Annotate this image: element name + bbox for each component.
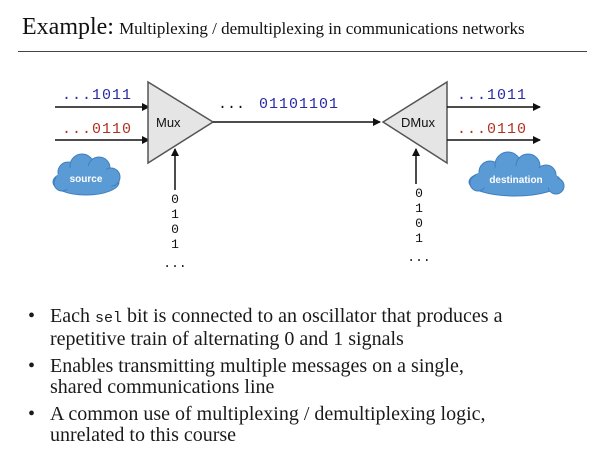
mux-select-bit-2: 1 — [171, 207, 179, 222]
title-divider — [18, 51, 587, 52]
dmux-output-bits-2: ...0110 — [457, 121, 527, 138]
mux-dmux-diagram: ...1011 ...0110 Mux ... 01101101 DMux ..… — [52, 80, 565, 271]
mux-select-bit-1: 0 — [171, 192, 179, 207]
bullet-1-line-2: repetitive train of alternating 0 and 1 … — [50, 328, 404, 350]
bullet-item-3: • A common use of multiplexing / demulti… — [26, 404, 586, 446]
mux-select-bit-4: 1 — [171, 237, 179, 252]
dmux-select-bit-1: 0 — [415, 186, 423, 201]
bullet-1-code-sel: sel — [94, 310, 122, 327]
mux-gate — [147, 80, 215, 165]
page-title: Example: Multiplexing / demultiplexing i… — [22, 14, 525, 41]
source-cloud-icon: source — [52, 153, 121, 196]
dmux-gate — [381, 80, 448, 165]
bullet-2-line-2: shared communications line — [50, 376, 275, 398]
dmux-output-bits-1: ...1011 — [457, 87, 527, 104]
title-main: Example: — [22, 14, 114, 40]
bullet-dot: • — [28, 403, 36, 425]
mux-select-bit-5: ... — [163, 256, 186, 271]
bullet-1-part-1: Each — [50, 305, 95, 327]
dmux-label: DMux — [401, 115, 435, 130]
bullet-2-line-1: Enables transmitting multiple messages o… — [50, 355, 464, 377]
bullet-1-part-3: bit is connected to an oscillator that p… — [122, 305, 503, 327]
dmux-select-bits: 0 1 0 1 ... — [407, 186, 430, 265]
title-sub: Multiplexing / demultiplexing in communi… — [119, 19, 525, 38]
mux-label: Mux — [156, 115, 181, 130]
dmux-select-bit-2: 1 — [415, 201, 423, 216]
bullet-item-1: • Each sel bit is connected to an oscill… — [26, 306, 586, 350]
line-prefix: ... — [218, 96, 245, 113]
mux-select-bits: 0 1 0 1 ... — [163, 192, 186, 271]
dmux-select-bit-4: 1 — [415, 231, 423, 246]
bullet-list: • Each sel bit is connected to an oscill… — [26, 306, 586, 452]
bullet-item-2: • Enables transmitting multiple messages… — [26, 356, 586, 398]
bullet-dot: • — [28, 305, 36, 327]
destination-label: destination — [489, 175, 542, 186]
dmux-select-bit-3: 0 — [415, 216, 423, 231]
source-label: source — [70, 174, 103, 185]
mux-input-bits-2: ...0110 — [62, 121, 132, 138]
bullet-3-line-1: A common use of multiplexing / demultipl… — [50, 403, 486, 425]
mux-select-bit-3: 0 — [171, 222, 179, 237]
destination-cloud-icon: destination — [468, 151, 565, 197]
bullet-3-line-2: unrelated to this course — [50, 424, 237, 446]
mux-input-bits-1: ...1011 — [62, 87, 132, 104]
dmux-select-bit-5: ... — [407, 250, 430, 265]
bullet-dot: • — [28, 355, 36, 377]
line-bits: 01101101 — [259, 96, 339, 113]
